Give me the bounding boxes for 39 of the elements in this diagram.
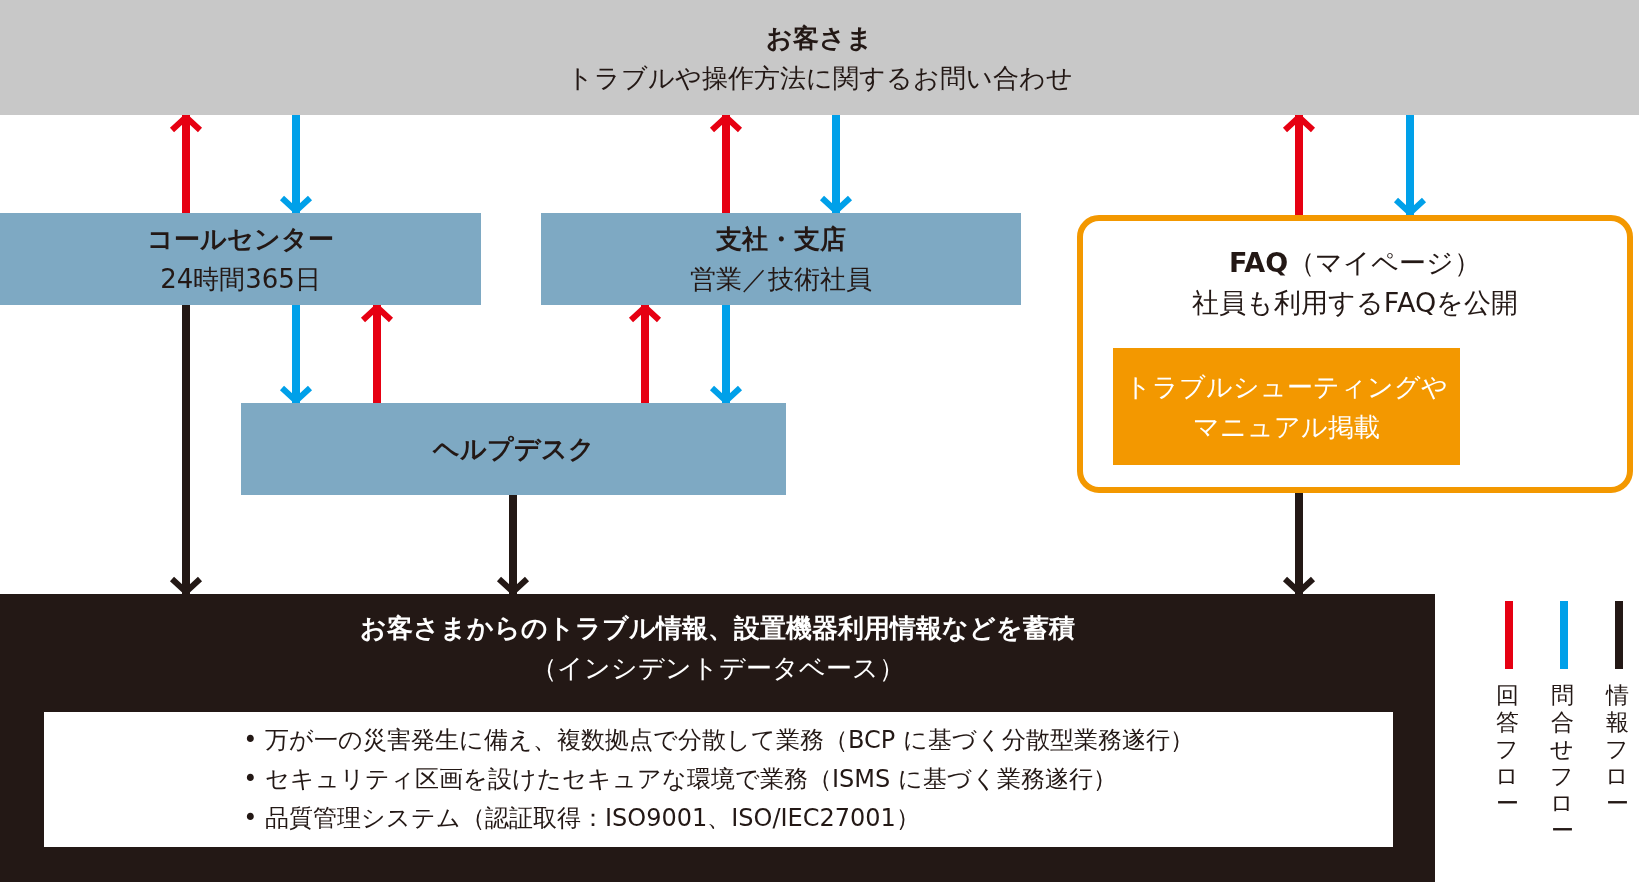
arrow	[169, 305, 203, 595]
arrow	[169, 114, 203, 213]
subtext: 24時間365日	[160, 263, 321, 296]
arrow	[279, 115, 313, 214]
heading: コールセンター	[147, 223, 334, 256]
legend-label: 回答フロー	[1495, 682, 1519, 817]
subtext: トラブルや操作方法に関するお問い合わせ	[566, 61, 1073, 95]
heading: FAQ（マイページ）	[1228, 246, 1482, 280]
legend-label: 情報フロー	[1605, 682, 1629, 817]
database-panel	[0, 594, 1435, 882]
content-box	[1113, 348, 1460, 465]
heading: ヘルプデスク	[432, 433, 595, 466]
bullet-item: • セキュリティ区画を設けたセキュアな環境で業務（ISMS に基づく業務遂行）	[243, 764, 1118, 795]
arrow	[1393, 115, 1427, 216]
bullet-item: • 万が一の災害発生に備え、複数拠点で分散して業務（BCP に基づく分散型業務遂行）	[243, 725, 1194, 756]
heading: お客さまからのトラブル情報、設置機器利用情報などを蓄積	[360, 612, 1075, 645]
faq-panel	[1077, 215, 1633, 493]
arrow	[1282, 493, 1316, 595]
arrow	[819, 115, 853, 214]
arrow	[1282, 114, 1316, 215]
bullet-item: • 品質管理システム（認証取得：ISO9001、ISO/IEC27001）	[243, 803, 921, 834]
arrow	[709, 114, 743, 213]
subtext: 社員も利用するFAQを公開	[1191, 286, 1519, 320]
arrow	[360, 304, 394, 403]
heading: トラブルシューティングやマニュアル掲載	[1124, 370, 1449, 444]
subtext: 営業／技術社員	[690, 263, 872, 296]
arrow	[709, 305, 743, 404]
note-box	[44, 712, 1393, 847]
process-box	[541, 213, 1021, 305]
legend-label: 問合せフロー	[1550, 682, 1574, 844]
arrow	[628, 304, 662, 403]
heading: 支社・支店	[716, 223, 846, 256]
process-box	[241, 403, 786, 495]
arrow	[496, 495, 530, 595]
subtext: （インシデントデータベース）	[530, 652, 905, 685]
process-box	[0, 213, 481, 305]
arrow	[279, 305, 313, 404]
customer-band	[0, 0, 1639, 115]
heading: お客さま	[766, 21, 873, 55]
